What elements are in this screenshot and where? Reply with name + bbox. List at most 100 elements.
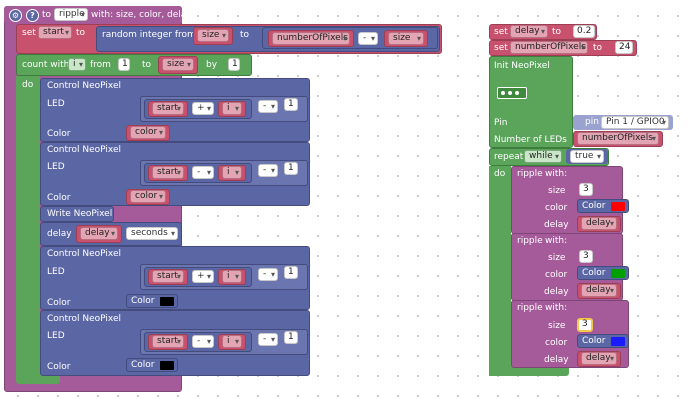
color-var-1[interactable]: color xyxy=(130,126,166,139)
led-num-3[interactable]: 1 xyxy=(284,266,298,279)
color-label-3: Color xyxy=(47,298,71,308)
start-var-3[interactable]: start xyxy=(152,270,184,283)
control-neopixel-title-4: Control NeoPixel xyxy=(47,314,121,324)
repeat-while-body xyxy=(489,166,511,376)
help-icon[interactable]: ? xyxy=(26,9,39,22)
ripple-size-label-1: size xyxy=(548,186,566,196)
true-dropdown[interactable]: true xyxy=(570,150,604,163)
i-var-4[interactable]: i xyxy=(222,335,242,348)
size-var-dropdown[interactable]: size xyxy=(197,29,229,42)
gear-icon[interactable]: ⚙ xyxy=(9,9,22,22)
procedure-params-label: with: size, color, delay xyxy=(91,10,192,20)
ripple-color-picker-1[interactable]: Color xyxy=(577,199,629,213)
ripple-call-name-1: ripple xyxy=(517,169,543,179)
ripple-color-picker-2[interactable]: Color xyxy=(577,266,629,280)
blue-swatch xyxy=(611,337,625,346)
ripple-size-value-1[interactable]: 3 xyxy=(579,183,593,196)
control-neopixel-title-1: Control NeoPixel xyxy=(47,81,121,91)
leds-var-dropdown[interactable]: numberOfPixels xyxy=(577,132,659,145)
neopixel-icon xyxy=(497,87,527,99)
delay-var-dropdown[interactable]: delay xyxy=(80,227,118,240)
count-with-foot xyxy=(16,374,60,384)
ripple-delay-label-1: delay xyxy=(544,220,569,230)
green-swatch xyxy=(611,269,625,278)
op2-dropdown-1[interactable]: - xyxy=(258,100,278,113)
ripple-delay-label-2: delay xyxy=(544,287,569,297)
procedure-name-field[interactable]: ripple xyxy=(54,8,88,21)
set-numberofpixels-value[interactable]: 24 xyxy=(615,41,633,54)
count-from-value[interactable]: 1 xyxy=(118,58,130,71)
count-to-var-dropdown[interactable]: size xyxy=(162,58,194,71)
count-from-label: from xyxy=(90,60,111,70)
start-var-2[interactable]: start xyxy=(152,166,184,179)
init-neopixel-block[interactable] xyxy=(489,56,573,148)
pin-field-label: pin xyxy=(585,117,599,127)
set-delay-var-dropdown[interactable]: delay xyxy=(510,25,548,38)
set-numberofpixels-to-label: to xyxy=(593,43,603,53)
repeat-mode-dropdown[interactable]: while xyxy=(524,150,562,163)
set-numberofpixels-var-dropdown[interactable]: numberOfPixels xyxy=(510,41,588,54)
neopixel-led-3 xyxy=(515,91,519,95)
ripple-color-picker-3[interactable]: Color xyxy=(577,334,629,348)
pin-dropdown[interactable]: Pin 1 / GPIO0 xyxy=(601,116,669,129)
i-var-2[interactable]: i xyxy=(222,166,242,179)
ripple-call-with-3: with: xyxy=(545,303,568,313)
ripple-delay-var-1[interactable]: delay xyxy=(581,217,617,230)
set-label: set xyxy=(22,28,36,38)
random-to-label: to xyxy=(240,30,250,40)
set-delay-value[interactable]: 0.2 xyxy=(573,25,595,38)
black-swatch-3 xyxy=(160,297,174,306)
i-var-3[interactable]: i xyxy=(222,270,242,283)
count-do-label: do xyxy=(22,80,34,90)
op2-dropdown-3[interactable]: - xyxy=(258,268,278,281)
random-integer-label: random integer from xyxy=(102,30,196,40)
ripple-size-value-3[interactable]: 3 xyxy=(577,318,593,332)
count-by-value[interactable]: 1 xyxy=(228,58,240,71)
color-label-2: Color xyxy=(47,193,71,203)
delay-label: delay xyxy=(47,229,72,239)
ripple-call-with-1: with: xyxy=(545,169,568,179)
ripple-size-label-2: size xyxy=(548,253,566,263)
op1-dropdown-1[interactable]: + xyxy=(192,102,214,115)
ripple-delay-label-3: delay xyxy=(544,355,569,365)
led-num-4[interactable]: 1 xyxy=(284,331,298,344)
set-start-var-dropdown[interactable]: start xyxy=(38,26,72,39)
start-var-4[interactable]: start xyxy=(152,335,184,348)
op2-dropdown-2[interactable]: - xyxy=(258,164,278,177)
op1-dropdown-3[interactable]: + xyxy=(192,270,214,283)
ripple-color-label-1: color xyxy=(545,203,568,213)
ripple-call-name-2: ripple xyxy=(517,236,543,246)
led-num-1[interactable]: 1 xyxy=(284,98,298,111)
ripple-color-label-2: color xyxy=(545,270,568,280)
ripple-size-value-2[interactable]: 3 xyxy=(579,250,593,263)
write-neopixel-title: Write NeoPixel xyxy=(47,209,113,219)
start-var-1[interactable]: start xyxy=(152,102,184,115)
color-picker-4[interactable]: Color xyxy=(126,358,178,372)
color-picker-3[interactable]: Color xyxy=(126,294,178,308)
op1-dropdown-4[interactable]: - xyxy=(192,335,214,348)
op1-dropdown-2[interactable]: - xyxy=(192,166,214,179)
color-var-2[interactable]: color xyxy=(130,190,166,203)
i-var-1[interactable]: i xyxy=(222,102,242,115)
ripple-delay-var-2[interactable]: delay xyxy=(581,284,617,297)
ripple-color-label-3: color xyxy=(545,338,568,348)
ripple-color-text-2: Color xyxy=(582,268,606,278)
color-label-1: Color xyxy=(47,129,71,139)
repeat-do-label: do xyxy=(494,169,506,179)
led-num-2[interactable]: 1 xyxy=(284,162,298,175)
count-var-dropdown[interactable]: i xyxy=(68,58,86,71)
count-with-body xyxy=(16,76,40,382)
ripple-size-label-3: size xyxy=(548,321,566,331)
set-delay-to-label: to xyxy=(552,27,562,37)
write-neopixel-block[interactable] xyxy=(40,206,114,222)
neopixel-led-1 xyxy=(501,91,505,95)
neopixel-led-2 xyxy=(508,91,512,95)
numberofpixels-dropdown[interactable]: numberOfPixels xyxy=(272,32,350,45)
ripple-delay-var-3[interactable]: delay xyxy=(581,352,617,365)
op2-dropdown-4[interactable]: - xyxy=(258,333,278,346)
size-var-dropdown-2[interactable]: size xyxy=(388,32,424,45)
delay-unit-dropdown[interactable]: seconds xyxy=(126,227,178,240)
subtract-op-dropdown[interactable]: - xyxy=(358,32,378,45)
count-by-label: by xyxy=(206,60,218,70)
set-to-label: to xyxy=(76,28,86,38)
